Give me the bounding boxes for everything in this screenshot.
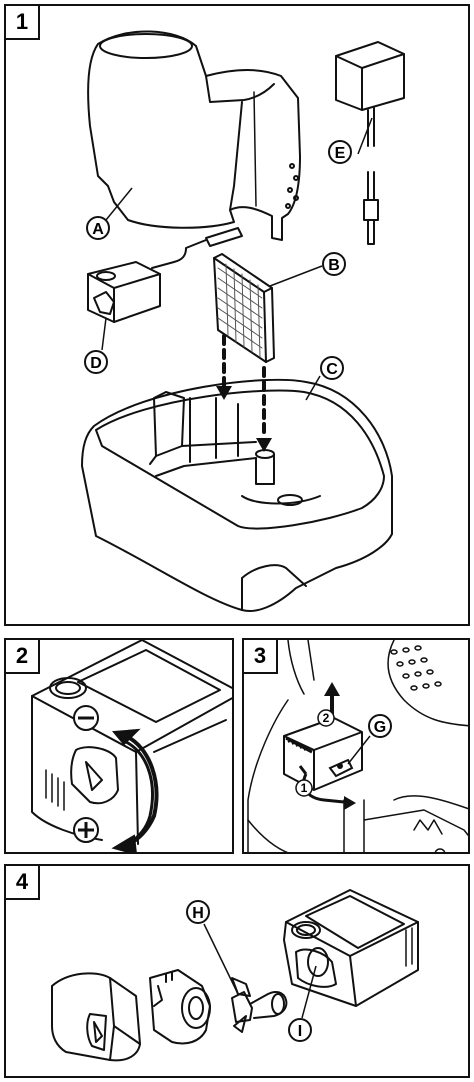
insert-arrows <box>222 334 266 440</box>
pump-unit <box>87 227 243 323</box>
base-tray <box>81 378 393 612</box>
step-1-label: 1 <box>301 781 308 795</box>
panel-1: 1 <box>4 4 470 626</box>
callout-b: B <box>328 257 340 274</box>
filter-mesh <box>217 263 263 358</box>
panel-4: 4 <box>4 864 470 1078</box>
panel-number: 4 <box>6 866 40 900</box>
panel-number: 2 <box>6 640 40 674</box>
impeller <box>231 977 288 1033</box>
panel-4-illustration: H I <box>51 889 419 1062</box>
arrow-head <box>256 438 272 452</box>
power-adapter <box>335 41 405 245</box>
arrow-head <box>112 728 141 746</box>
callout-i: I <box>298 1023 302 1040</box>
reservoir-housing <box>87 30 301 241</box>
panel-2: 2 <box>4 638 234 854</box>
callout-a: A <box>92 221 104 238</box>
plus-icon <box>73 817 99 843</box>
minus-icon <box>73 705 99 731</box>
panel-number: 3 <box>244 640 278 674</box>
filter-cartridge <box>213 253 275 363</box>
rotate-arrow <box>125 734 159 848</box>
step-2-label: 2 <box>323 711 330 725</box>
pump-cover <box>51 972 141 1062</box>
arrow-head <box>111 834 137 852</box>
panel-2-illustration <box>31 640 232 852</box>
arrow-head <box>344 796 356 810</box>
callout-c: C <box>326 361 338 378</box>
panel-3: 3 <box>242 638 470 854</box>
panel-number: 1 <box>6 6 40 40</box>
arrow-head <box>324 682 340 696</box>
callout-g: G <box>374 719 386 736</box>
callout-e: E <box>335 145 346 162</box>
pump-body <box>283 889 419 1007</box>
callout-h: H <box>192 905 204 922</box>
callout-d: D <box>90 355 102 372</box>
panel-1-illustration: A E B D C <box>81 30 405 612</box>
panel-3-illustration: 2 1 G <box>247 640 468 852</box>
impeller-housing <box>149 969 211 1045</box>
vent-holes <box>390 645 442 691</box>
arrow-head <box>216 386 232 400</box>
